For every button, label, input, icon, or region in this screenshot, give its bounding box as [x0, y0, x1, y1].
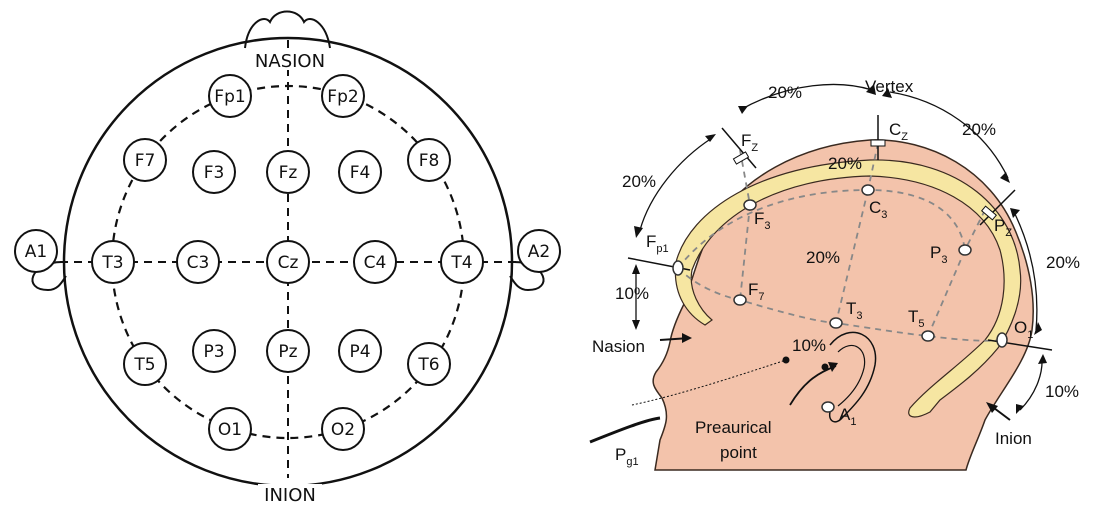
- electrode-p4-label: P4: [349, 342, 370, 362]
- inion-label: INION: [264, 485, 316, 506]
- electrode-a1-label: A1: [25, 242, 47, 262]
- vertex-label: Vertex: [865, 77, 914, 96]
- electrode-t5: T5: [123, 342, 167, 386]
- electrode-p3: P3: [192, 329, 236, 373]
- electrode-t3-label: T3: [101, 253, 123, 273]
- electrode-a1: A1: [14, 229, 58, 273]
- preaurical-label-1: Preaurical: [695, 418, 772, 437]
- electrode-t6: T6: [407, 342, 451, 386]
- side-electrodes: [672, 184, 1008, 413]
- electrode-o2-label: O2: [331, 420, 355, 440]
- label-a1: A1: [839, 405, 856, 428]
- label-t5: T5: [908, 307, 925, 330]
- top-view: NASION INION Fp1 Fp2 F7 F3 Fz F4 F8 A1 T…: [14, 10, 561, 506]
- label-cz: CZ: [889, 120, 908, 143]
- electrode-f4-label: F4: [350, 163, 371, 183]
- electrode-f8: F8: [407, 138, 451, 182]
- label-pg1: Pg1: [615, 445, 639, 468]
- label-fz: FZ: [741, 131, 758, 154]
- label-o1: O1: [1014, 318, 1033, 341]
- electrode-f3: F3: [192, 150, 236, 194]
- inion-label-side: Inion: [995, 429, 1032, 448]
- pct-label-top: 20%: [768, 83, 802, 102]
- pct-label-inner-mid: 20%: [806, 248, 840, 267]
- electrode-c4-label: C4: [364, 253, 387, 273]
- electrode-fp2: Fp2: [321, 74, 365, 118]
- electrode-t3: T3: [91, 240, 135, 284]
- electrode-fz-label: Fz: [279, 163, 298, 183]
- electrode-a2: A2: [517, 229, 561, 273]
- electrode-pz: Pz: [266, 329, 310, 373]
- ear: [828, 331, 877, 423]
- pct-label-10-left: 10%: [615, 284, 649, 303]
- electrode-o2: O2: [321, 407, 365, 451]
- label-f3: F3: [754, 209, 771, 232]
- nasion-label-side: Nasion: [592, 337, 645, 356]
- electrode-fp1-label: Fp1: [214, 87, 245, 107]
- label-f7: F7: [748, 280, 765, 303]
- label-t3: T3: [846, 299, 863, 322]
- electrode-p4: P4: [338, 329, 382, 373]
- arrowheads: [632, 84, 1047, 414]
- nasion-label: NASION: [255, 51, 325, 72]
- pct-label-10-right: 10%: [1045, 382, 1079, 401]
- label-fp1: Fp1: [646, 232, 669, 255]
- electrode-c4: C4: [353, 240, 397, 284]
- label-p3: P3: [930, 243, 947, 266]
- electrode-pz-label: Pz: [278, 342, 297, 362]
- electrode-c3-label: C3: [187, 253, 210, 273]
- pct-label-10-ear: 10%: [792, 336, 826, 355]
- label-pz: PZ: [994, 216, 1012, 239]
- electrode-fz: Fz: [266, 150, 310, 194]
- electrode-o1-label: O1: [218, 420, 242, 440]
- electrode-t4-label: T4: [450, 253, 472, 273]
- electrode-a2-label: A2: [528, 242, 550, 262]
- pg1-lead: [589, 416, 661, 444]
- pct-label-top-right: 20%: [962, 120, 996, 139]
- electrode-cz: Cz: [266, 240, 310, 284]
- side-view: Vertex 20% 20% 20% 20% 20% 20% 10% 10% 1…: [589, 77, 1080, 471]
- electrode-f7-label: F7: [135, 151, 156, 171]
- electrode-t6-label: T6: [417, 355, 439, 375]
- electrode-t4: T4: [440, 240, 484, 284]
- electrode-fp2-label: Fp2: [327, 87, 358, 107]
- electrode-f7: F7: [123, 138, 167, 182]
- electrode-c3: C3: [176, 240, 220, 284]
- pct-label-left: 20%: [622, 172, 656, 191]
- electrode-t5-label: T5: [133, 355, 155, 375]
- electrode-p3-label: P3: [203, 342, 224, 362]
- electrode-cz-label: Cz: [278, 253, 299, 273]
- pg1-dotted: [631, 359, 787, 406]
- electrode-fp1: Fp1: [208, 74, 252, 118]
- pct-label-right: 20%: [1046, 253, 1080, 272]
- preaurical-label-2: point: [720, 443, 757, 462]
- electrode-f4: F4: [338, 150, 382, 194]
- label-c3: C3: [869, 198, 887, 221]
- electrode-f8-label: F8: [419, 151, 440, 171]
- skull-band: [674, 159, 1022, 418]
- pct-label-inner-top: 20%: [828, 154, 862, 173]
- electrode-o1: O1: [208, 407, 252, 451]
- electrode-f3-label: F3: [204, 163, 225, 183]
